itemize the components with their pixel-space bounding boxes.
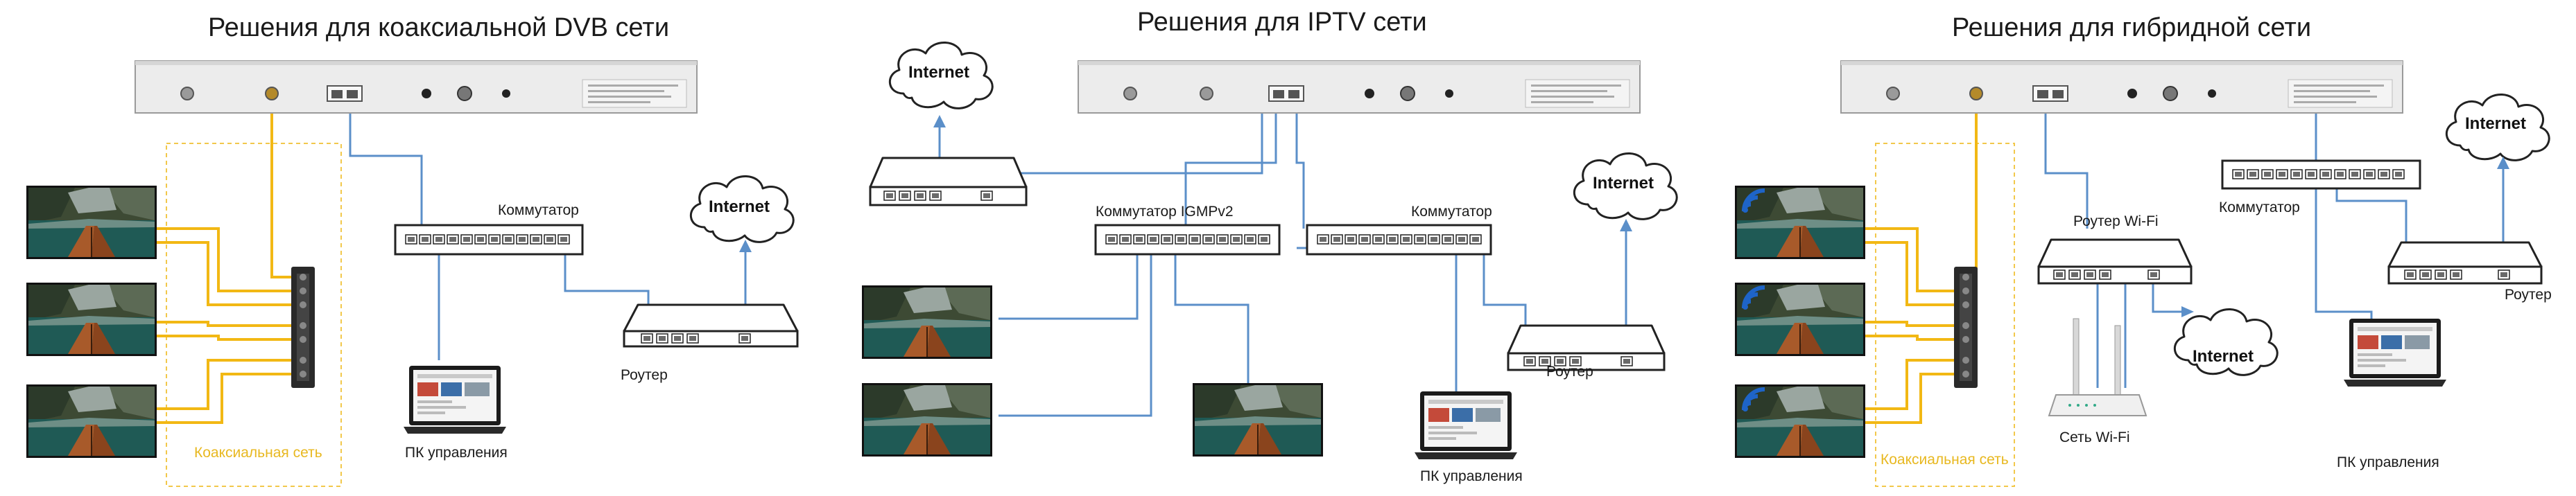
switch-label: Коммутатор <box>498 202 579 218</box>
cloud-label: Internet <box>709 197 770 216</box>
switch-icon <box>394 224 584 256</box>
arrow-head <box>933 115 946 127</box>
router-icon <box>1507 324 1666 371</box>
headend-unit-icon <box>1840 60 2403 114</box>
cloud-label: Internet <box>1593 174 1654 193</box>
switch-label: Коммутатор IGMPv2 <box>1096 204 1234 220</box>
tv-icon <box>1192 382 1324 457</box>
tv-icon <box>861 382 993 457</box>
switch-label: Коммутатор <box>2219 200 2300 215</box>
switch-icon <box>1306 224 1492 256</box>
splitter-icon <box>291 267 315 388</box>
pc-label: ПК управления <box>1420 468 1523 484</box>
laptop-icon <box>404 366 506 434</box>
laptop-icon <box>1415 391 1517 459</box>
tv-icon <box>26 282 157 357</box>
wifi-access-point-icon <box>2048 318 2147 416</box>
router-icon <box>623 303 799 348</box>
router-icon <box>2037 238 2193 285</box>
cloud-label: Internet <box>2193 347 2254 366</box>
router-icon <box>869 157 1028 206</box>
panel-hybrid: Коаксиальная сеть <box>1734 60 2552 487</box>
arrow-head <box>2181 306 2194 317</box>
switch-icon <box>2221 159 2421 190</box>
headend-unit-icon <box>1078 60 1641 114</box>
panel-title-dvb: Решения для коаксиальной DVB сети <box>208 13 669 42</box>
headend-unit-icon <box>135 60 698 114</box>
tv-icon <box>26 185 157 260</box>
router-label: Роутер <box>2505 287 2552 303</box>
ethernet-cables <box>987 87 1627 423</box>
switch-label: Коммутатор <box>1411 204 1492 220</box>
coax-zone <box>166 143 342 487</box>
arrow-head <box>739 240 752 252</box>
tv-icon <box>26 384 157 459</box>
coax-label: Коаксиальная сеть <box>1881 452 2009 468</box>
cloud-label: Internet <box>2465 114 2526 133</box>
coax-cables <box>156 90 291 424</box>
router-label: Роутер <box>1546 364 1593 380</box>
coax-zone <box>1875 143 2015 487</box>
pc-label: ПК управления <box>405 445 508 461</box>
cloud-label: Internet <box>908 63 969 82</box>
wifi-net-label: Сеть Wi-Fi <box>2059 429 2130 445</box>
arrow-head <box>1620 219 1632 231</box>
switch-icon <box>1094 224 1281 256</box>
panel-dvb: Коаксиальная сеть <box>26 60 799 487</box>
arrow-head <box>2497 157 2509 169</box>
pc-label: ПК управления <box>2337 454 2439 470</box>
router-icon <box>2387 241 2543 285</box>
panel-iptv: Internet Коммутатор IGMPv2 Коммутато <box>861 41 1678 484</box>
coax-cables <box>1865 90 1978 424</box>
tv-icon <box>861 285 993 360</box>
panel-title-hybrid: Решения для гибридной сети <box>1952 13 2311 42</box>
splitter-icon <box>1954 267 1978 388</box>
laptop-icon <box>2344 319 2446 387</box>
panel-title-iptv: Решения для IPTV сети <box>1137 8 1427 37</box>
router-label: Роутер <box>621 367 668 383</box>
wifi-router-label: Роутер Wi-Fi <box>2073 213 2159 229</box>
coax-label: Коаксиальная сеть <box>194 445 322 461</box>
